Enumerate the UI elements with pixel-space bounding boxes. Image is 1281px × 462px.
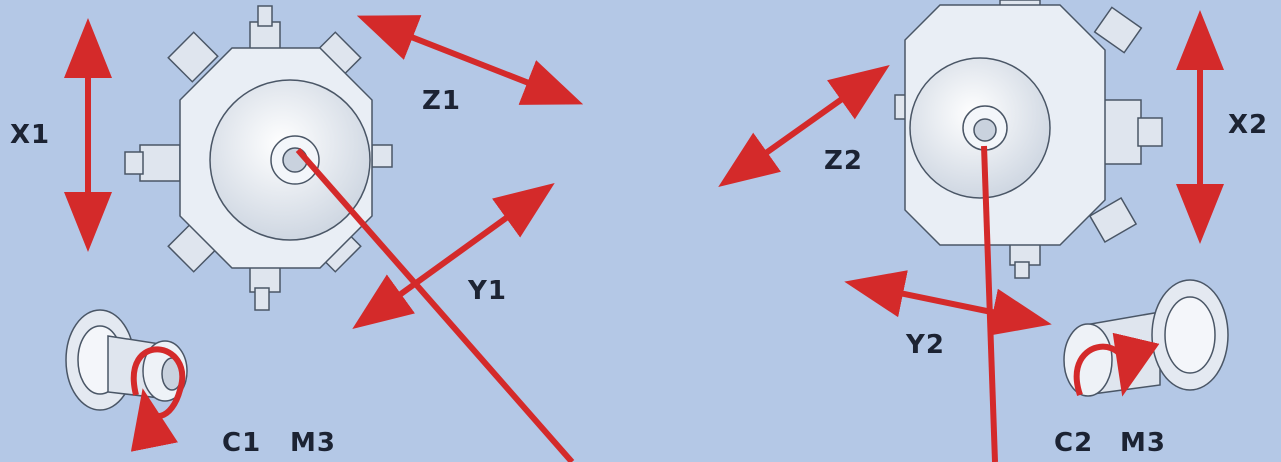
right-chuck bbox=[1063, 279, 1229, 397]
y1-label: Y1 bbox=[468, 276, 507, 306]
y1-arrow bbox=[352, 182, 555, 330]
z1-label: Z1 bbox=[422, 86, 461, 116]
c1-label: C1 bbox=[222, 428, 262, 458]
left-turret bbox=[124, 5, 393, 311]
x1-label: X1 bbox=[10, 120, 51, 150]
c1-rotation-arrow bbox=[130, 346, 186, 452]
right-spindle-axis-line bbox=[981, 145, 998, 462]
z1-arrow bbox=[356, 15, 584, 105]
c2-label: C2 bbox=[1054, 428, 1094, 458]
m3-left-label: M3 bbox=[290, 428, 336, 458]
left-spindle-axis-line bbox=[295, 148, 575, 462]
c2-rotation-arrow bbox=[1073, 332, 1160, 397]
right-turret bbox=[894, 0, 1163, 279]
z2-arrow bbox=[718, 65, 890, 187]
z2-label: Z2 bbox=[824, 146, 863, 176]
axis-arrows bbox=[64, 9, 1224, 462]
m3-right-label: M3 bbox=[1120, 428, 1166, 458]
x2-label: X2 bbox=[1228, 110, 1269, 140]
y2-arrow bbox=[844, 270, 1052, 336]
left-chuck bbox=[65, 309, 188, 411]
y2-label: Y2 bbox=[906, 330, 945, 360]
